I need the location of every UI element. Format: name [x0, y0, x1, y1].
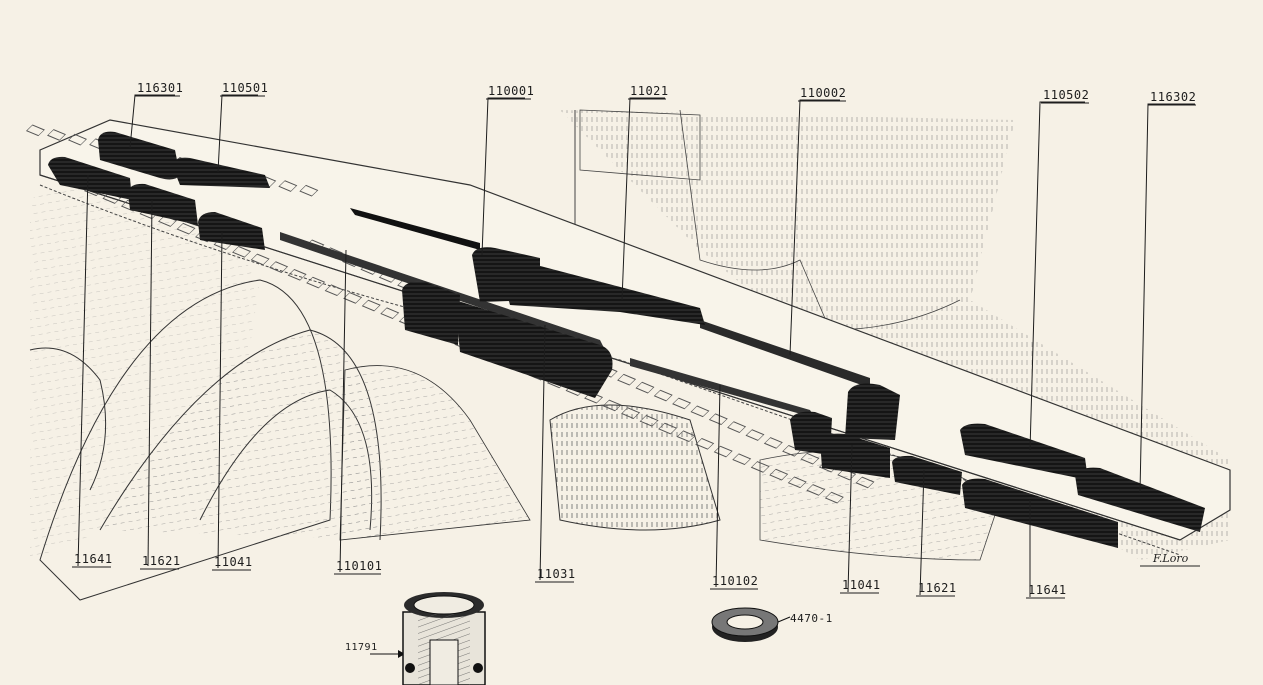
bar-slot [621, 407, 641, 419]
bar-slot [635, 381, 655, 394]
bar-slot [745, 429, 765, 441]
bar-slot [690, 405, 710, 418]
pad-116301 [98, 131, 180, 180]
label-11641-right: 11641 [1028, 583, 1067, 597]
bar-slot [787, 476, 807, 489]
label-110101: 110101 [336, 559, 382, 573]
label-110501: 110501 [222, 81, 268, 95]
label-110102: 110102 [712, 574, 758, 588]
bar-slot [361, 299, 381, 312]
bar-slot [343, 292, 363, 304]
bar-slot [306, 276, 326, 289]
bar-slot [653, 389, 673, 402]
pad-110002 [845, 383, 900, 440]
artist-signature: F.Loro [1140, 552, 1200, 567]
bar-slot [287, 268, 307, 281]
leader-lines [77, 94, 1195, 597]
bar-slot [639, 414, 659, 427]
bar-slot [824, 491, 844, 504]
label-116302: 116302 [1150, 90, 1196, 104]
pad-11621-right [892, 455, 962, 495]
pad-11641-right [962, 478, 1118, 548]
bar-slot [800, 452, 820, 465]
label-11021: 11021 [630, 84, 669, 98]
part-11791 [370, 592, 486, 685]
pad-block-left [402, 281, 460, 345]
bar-slot [176, 222, 196, 235]
label-11041-left: 11041 [214, 555, 253, 569]
signature-text: F.Loro [1152, 552, 1189, 565]
label-116301: 116301 [137, 81, 183, 95]
label-110502: 110502 [1043, 88, 1089, 102]
bar-slot [708, 413, 728, 426]
bar-slot [769, 468, 789, 481]
label-110002: 110002 [800, 86, 846, 100]
bar-slot [695, 437, 715, 450]
part-labels: 116301 110501 110001 11021 110002 110502… [74, 81, 1196, 653]
bar-slot [855, 476, 875, 489]
pad-11041-right-b [820, 433, 890, 478]
bar-slot [672, 397, 692, 410]
bar-slot [676, 430, 696, 443]
bar-slot [602, 399, 622, 412]
pad-11641-left [48, 156, 132, 200]
bar-slot [658, 422, 678, 435]
label-11791: 11791 [345, 642, 378, 653]
bar-slot [617, 373, 637, 386]
label-underlines [72, 95, 1196, 599]
pad-110502 [960, 423, 1088, 480]
label-11621-left: 11621 [142, 554, 181, 568]
pad-11031 [455, 300, 613, 398]
bar-slot [250, 253, 270, 266]
bar-slot [278, 180, 298, 192]
pad-11621-left [128, 183, 198, 225]
label-11641-left: 11641 [74, 552, 113, 566]
bar-slot [232, 245, 252, 258]
pad-110501 [172, 157, 270, 188]
bar-slot [782, 444, 802, 457]
pads [48, 131, 1205, 548]
bar-slot [47, 129, 66, 141]
pad-11021 [500, 261, 705, 325]
bar-slot [380, 307, 400, 320]
bar-slot [324, 284, 344, 297]
bar-slot [68, 133, 88, 146]
label-11041-right: 11041 [842, 578, 881, 592]
bar-slot [763, 437, 783, 449]
bar-slot [750, 461, 770, 473]
bar-slot [727, 421, 747, 433]
bar-slot [25, 124, 45, 137]
bar-slot [806, 484, 826, 496]
label-4470-1: 4470-1 [790, 612, 833, 625]
bar-slot [299, 184, 319, 197]
label-110001: 110001 [488, 84, 534, 98]
bar-slot [732, 453, 752, 466]
bar-slot [269, 261, 289, 273]
bar-slot [713, 445, 733, 458]
pad-116302 [1075, 467, 1205, 532]
part-4470-1 [711, 607, 791, 642]
label-11031: 11031 [537, 567, 576, 581]
label-11621-right: 11621 [918, 581, 957, 595]
pad-11041-left [198, 212, 265, 250]
